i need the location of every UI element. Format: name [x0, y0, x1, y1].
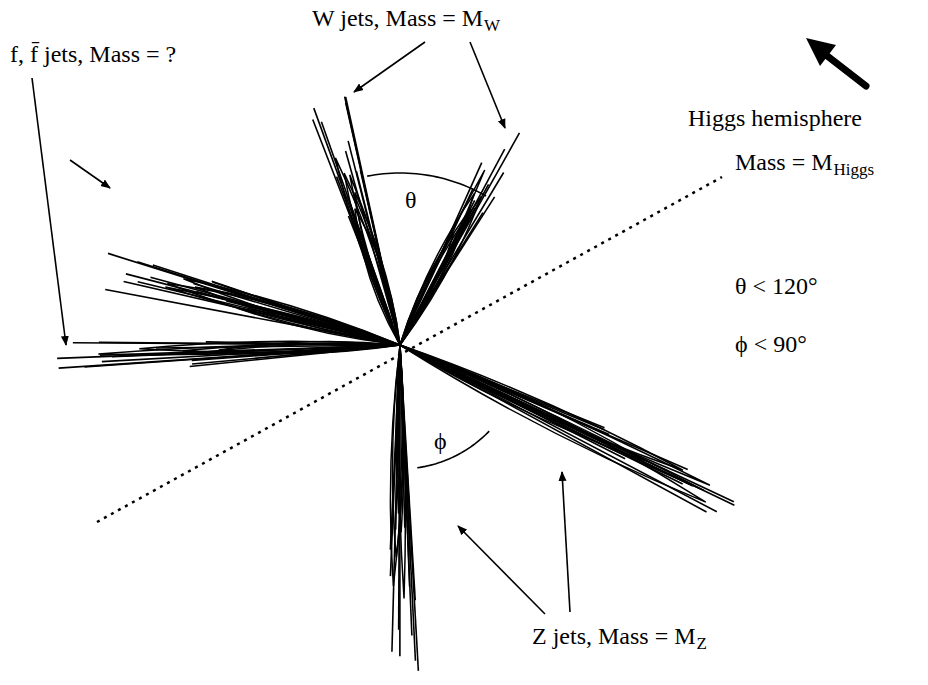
track-curve	[219, 341, 400, 353]
jet-bundle	[390, 345, 418, 671]
jet-bundle	[57, 341, 400, 368]
track-curve	[167, 284, 400, 345]
track-curve	[355, 192, 400, 345]
jet-bundle	[400, 133, 519, 345]
angle-symbol: ϕ	[434, 427, 447, 455]
subscript: Higgs	[834, 160, 875, 180]
track-curve	[183, 279, 400, 345]
track-curve	[165, 287, 400, 345]
label-text: Mass = M	[735, 148, 833, 176]
label-text: Higgs hemisphere	[688, 104, 862, 132]
leader-arrow	[562, 472, 570, 612]
track-curve	[350, 175, 400, 345]
track-curve	[400, 170, 485, 345]
track-line	[412, 133, 519, 324]
higgs-arrow	[806, 38, 866, 86]
track-curve	[400, 345, 710, 485]
angle-symbol: θ	[405, 186, 417, 214]
leader-arrow	[32, 78, 66, 345]
track-curve	[400, 345, 706, 502]
leader-lines	[32, 42, 570, 614]
higgs-arrow-shaft	[826, 55, 866, 86]
subscript: W	[484, 16, 500, 36]
jet-bundle	[105, 253, 400, 345]
subscript: Z	[697, 634, 707, 654]
jet-bundle	[400, 345, 734, 512]
angle-condition: θ < 120°	[735, 272, 818, 300]
label-text: Z jets, Mass = M	[532, 622, 696, 650]
theta-arc	[367, 173, 486, 196]
leader-arrow	[458, 526, 545, 614]
jets	[57, 97, 734, 671]
higgs-arrow-head	[806, 38, 836, 66]
jet-bundle	[313, 97, 400, 345]
track-line	[415, 353, 706, 512]
phi-arc	[417, 431, 489, 468]
label-text: f, f̄ jets, Mass = ?	[10, 40, 176, 68]
hemisphere-line	[97, 177, 722, 522]
leader-arrow	[70, 160, 110, 188]
label-text: W jets, Mass = M	[312, 4, 483, 32]
track-curve	[399, 345, 406, 598]
track-curve	[400, 194, 474, 345]
leader-arrow	[354, 42, 425, 92]
leader-arrow	[470, 42, 505, 128]
track-curve	[344, 173, 400, 345]
angle-condition: ϕ < 90°	[735, 330, 807, 358]
track-curve	[335, 158, 400, 345]
